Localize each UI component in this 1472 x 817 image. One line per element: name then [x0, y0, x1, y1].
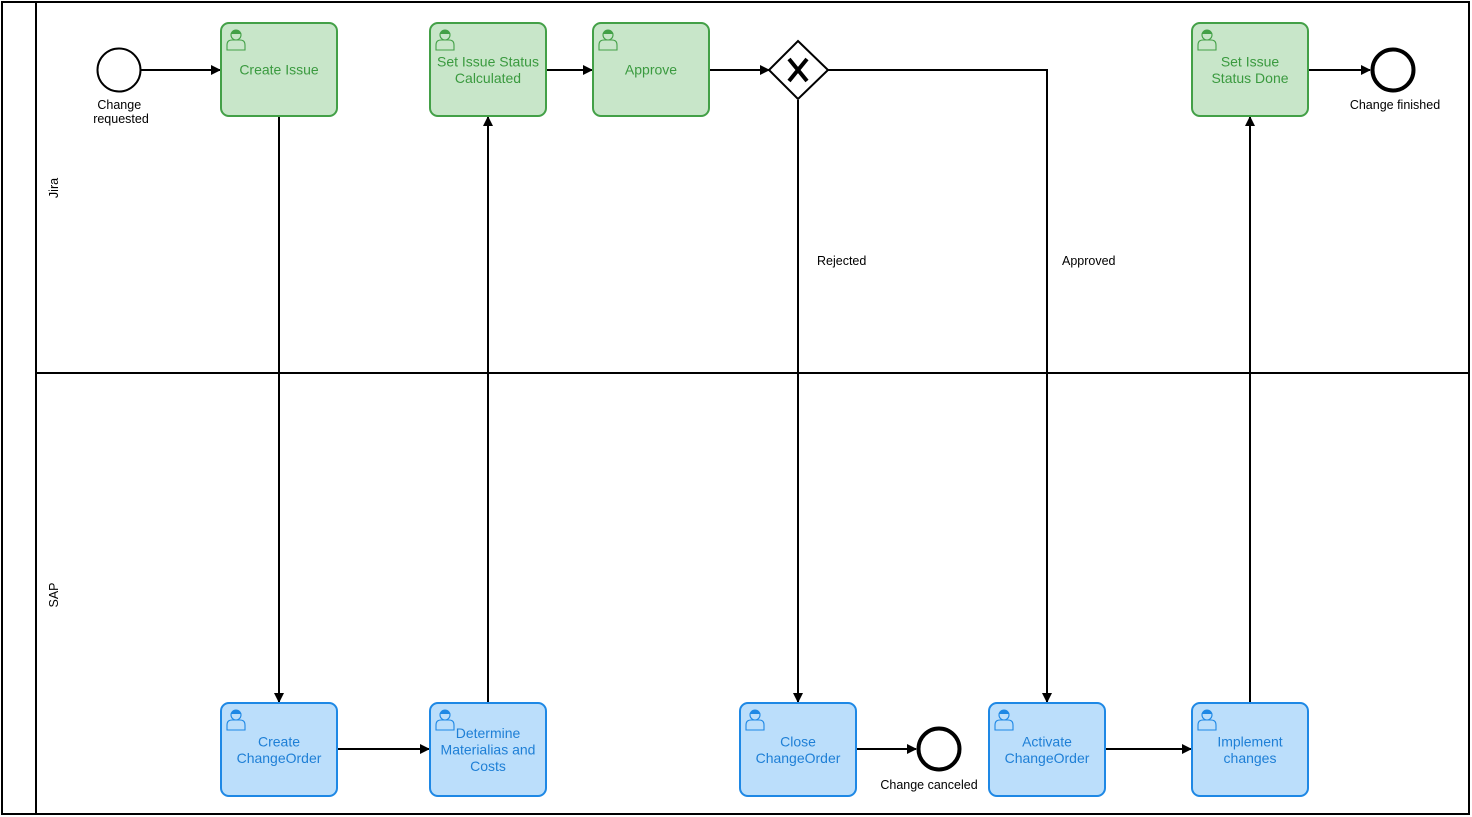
user-icon [1197, 29, 1217, 51]
task-box[interactable] [1191, 702, 1309, 797]
task-label-line: Activate [1022, 733, 1072, 749]
task-label-line: Set Issue [1221, 53, 1280, 69]
sequence-flows [141, 65, 1371, 754]
task-box[interactable] [592, 22, 710, 117]
lane-jira: Jira [47, 178, 61, 198]
flow-label-approved: Approved [1062, 254, 1116, 268]
task-label-line: Determine [456, 725, 521, 741]
task-box[interactable] [988, 702, 1106, 797]
task-label-line: ChangeOrder [1005, 750, 1090, 766]
start-event-change-requested[interactable]: Change requested [93, 47, 149, 127]
task-label-line: ChangeOrder [237, 750, 322, 766]
task-approve[interactable]: Approve [592, 22, 710, 117]
flow-label-rejected: Rejected [817, 254, 866, 268]
start-event-circle[interactable] [96, 47, 142, 93]
task-label-line: Costs [470, 758, 506, 774]
flow-gateway-to-activate-changeorder[interactable] [828, 69, 1052, 703]
user-icon [994, 709, 1014, 731]
end-event-label: Change canceled [880, 778, 977, 792]
end-event-circle[interactable] [916, 726, 962, 772]
task-label-line: Close [780, 733, 816, 749]
user-icon [435, 29, 455, 51]
lane-sap: SAP [47, 582, 61, 607]
task-box[interactable] [739, 702, 857, 797]
task-label-line: Implement [1217, 733, 1282, 749]
gateway-x-icon [787, 57, 809, 83]
user-icon [598, 29, 618, 51]
lane-label-jira: Jira [47, 178, 61, 198]
task-label-line: Create Issue [239, 62, 319, 78]
user-icon [1197, 709, 1217, 731]
end-event-change-canceled[interactable]: Change canceled [880, 726, 978, 793]
task-label: Approve [625, 62, 677, 78]
end-event-finished-label: Change finished [1350, 98, 1440, 112]
task-label-line: Status Done [1211, 70, 1288, 86]
start-event-label-line-2: requested [93, 112, 149, 126]
exclusive-gateway[interactable] [767, 39, 830, 101]
task-box[interactable] [429, 22, 547, 117]
task-label-line: ChangeOrder [756, 750, 841, 766]
task-label-line: Approve [625, 62, 677, 78]
task-label-line: Set Issue Status [437, 53, 539, 69]
user-icon [226, 29, 246, 51]
task-create-issue[interactable]: Create Issue [220, 22, 338, 117]
task-label-line: Materialias and [441, 742, 536, 758]
user-icon [226, 709, 246, 731]
task-label: Create Issue [239, 62, 319, 78]
task-box[interactable] [220, 22, 338, 117]
task-box[interactable] [1191, 22, 1309, 117]
task-box[interactable] [220, 702, 338, 797]
user-icon [745, 709, 765, 731]
start-event-label-line-1: Change [97, 98, 141, 112]
task-box[interactable] [429, 702, 547, 797]
task-label-line: Create [258, 733, 300, 749]
end-event-change-finished[interactable]: Change finished [1350, 47, 1440, 113]
task-label-line: Calculated [455, 70, 521, 86]
task-label-line: changes [1224, 750, 1277, 766]
lane-label-sap: SAP [47, 582, 61, 607]
end-event-canceled-label: Change canceled [880, 778, 977, 792]
user-icon [435, 709, 455, 731]
end-event-label: Change finished [1350, 98, 1440, 112]
end-event-circle[interactable] [1370, 47, 1416, 93]
start-event-label: Change requested [93, 98, 149, 126]
